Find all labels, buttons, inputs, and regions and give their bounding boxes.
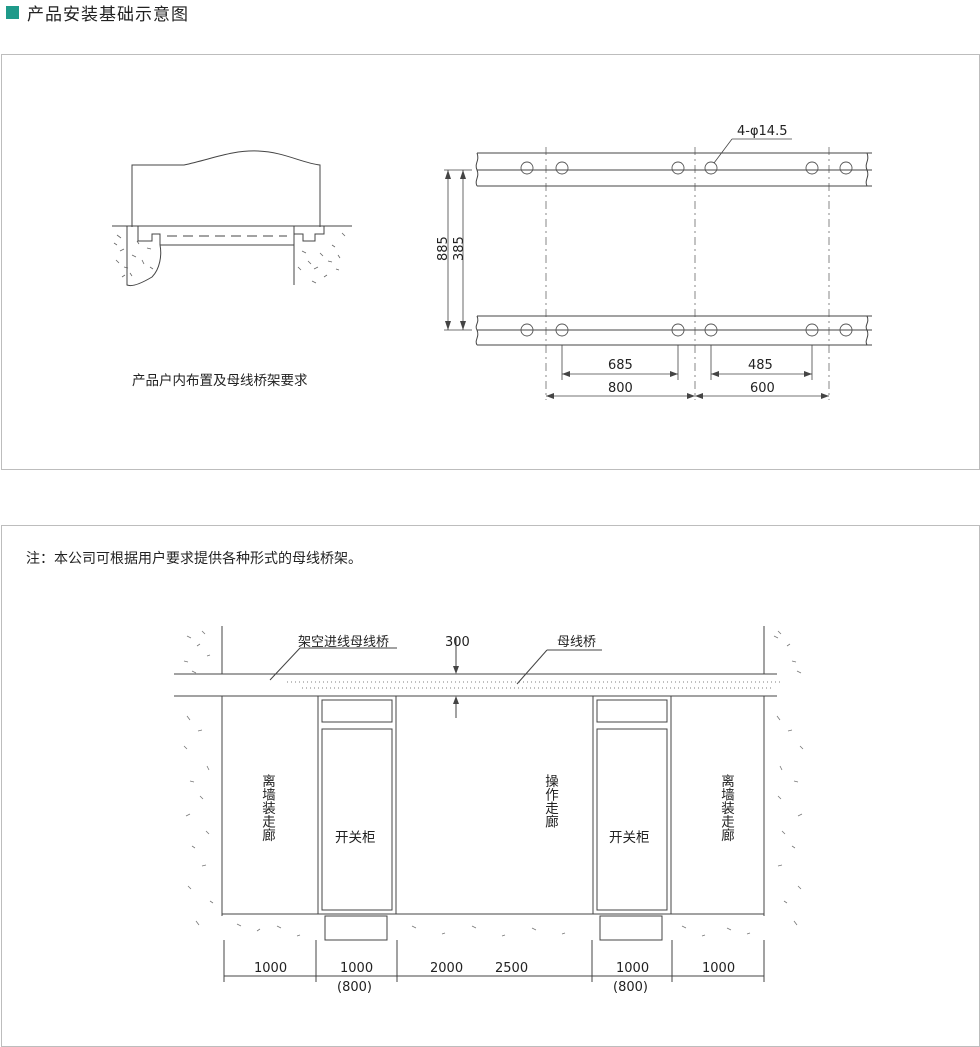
bottom-rail-break-right bbox=[865, 315, 869, 346]
top-rail-break-left bbox=[475, 152, 479, 187]
left-cabinet-top-box bbox=[321, 699, 393, 723]
dim-685: 685 bbox=[608, 358, 633, 373]
cabinet-outline bbox=[131, 150, 321, 227]
left-corridor-label: 离墙装走廊 bbox=[259, 773, 276, 842]
holes bbox=[520, 161, 853, 337]
wall-hatching bbox=[183, 630, 804, 937]
left-cabinet-base bbox=[324, 915, 388, 941]
dim-385: 385 bbox=[452, 236, 467, 261]
dim-operation-a: 2000 bbox=[430, 961, 463, 976]
section-title-bar: 产品安装基础示意图 bbox=[0, 0, 189, 25]
left-cabinet-label: 开关柜 bbox=[335, 830, 376, 846]
busbar-bridge-label: 母线桥 bbox=[557, 635, 596, 650]
dim-885: 885 bbox=[436, 236, 451, 261]
square-bullet-icon bbox=[6, 5, 19, 19]
dim-right-corridor: 1000 bbox=[702, 961, 735, 976]
bottom-rail-break-left bbox=[475, 315, 479, 346]
dim-left-cabinet-alt: (800) bbox=[337, 980, 372, 995]
note-text: 注：本公司可根据用户要求提供各种形式的母线桥架。 bbox=[26, 551, 362, 567]
left-foundation bbox=[126, 226, 162, 286]
overhead-bridge-leader bbox=[269, 647, 301, 681]
right-cabinet-frame bbox=[592, 695, 672, 915]
left-channel bbox=[137, 226, 161, 245]
right-channel bbox=[294, 226, 325, 242]
layout-diagram: 产品户内布置及母线桥架要求 bbox=[112, 124, 872, 400]
left-cabinet-frame bbox=[317, 695, 397, 915]
top-rail-break-right bbox=[865, 152, 869, 187]
right-corridor-label: 离墙装走廊 bbox=[718, 773, 735, 842]
dim-left-cabinet: 1000 bbox=[340, 961, 373, 976]
dim-right-cabinet-alt: (800) bbox=[613, 980, 648, 995]
right-cabinet-label: 开关柜 bbox=[609, 830, 650, 846]
right-cabinet-top-box bbox=[596, 699, 668, 723]
left-cabinet-body bbox=[321, 728, 393, 911]
dim-right-cabinet: 1000 bbox=[616, 961, 649, 976]
dim-300-arrowheads bbox=[453, 666, 459, 704]
dimension-arrows bbox=[445, 170, 829, 399]
bridge-center-dashes bbox=[287, 681, 782, 689]
dim-800: 800 bbox=[608, 381, 633, 396]
right-cabinet-body bbox=[596, 728, 668, 911]
hole-spec-label: 4-φ14.5 bbox=[737, 124, 787, 139]
dim-600: 600 bbox=[750, 381, 775, 396]
dim-left-corridor: 1000 bbox=[254, 961, 287, 976]
overhead-bridge-label: 架空进线母线桥 bbox=[298, 635, 389, 650]
gravel-hatch bbox=[113, 232, 346, 284]
dim-operation-b: 2500 bbox=[495, 961, 528, 976]
right-cabinet-base bbox=[599, 915, 663, 941]
page-title: 产品安装基础示意图 bbox=[27, 4, 189, 25]
center-lines bbox=[545, 147, 830, 400]
room-section-diagram: 架空进线母线桥 母线桥 300 离墙装走廊 操作走廊 离墙装走廊 开关柜 开关柜… bbox=[174, 626, 804, 995]
dim-485: 485 bbox=[748, 358, 773, 373]
operation-corridor-label: 操作走廊 bbox=[542, 774, 559, 829]
room-section-panel: 注：本公司可根据用户要求提供各种形式的母线桥架。 bbox=[1, 525, 980, 1047]
layout-diagram-panel: 产品户内布置及母线桥架要求 bbox=[1, 54, 980, 470]
busbar-bridge-leader bbox=[516, 649, 548, 685]
layout-caption: 产品户内布置及母线桥架要求 bbox=[132, 372, 308, 389]
dim-300-label: 300 bbox=[445, 635, 470, 650]
